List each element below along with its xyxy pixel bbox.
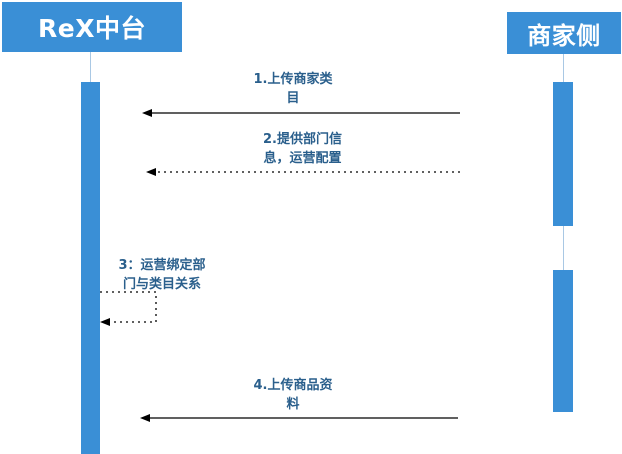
message-1-line-1: 1.上传商家类 [253, 72, 333, 87]
actor-rex-platform: ReX中台 [2, 2, 182, 52]
activation-bar-merchant-1 [553, 82, 573, 226]
message-2-label: 2.提供部门信 息，运营配置 [255, 130, 350, 168]
message-1-label: 1.上传商家类 目 [248, 70, 338, 108]
activation-bar-rex-platform [81, 82, 100, 454]
actor-merchant-side: 商家侧 [507, 12, 621, 54]
message-2-line-1: 2.提供部门信 [263, 132, 342, 147]
message-1-line-2: 目 [286, 91, 300, 106]
message-4-label: 4.上传商品资 料 [248, 376, 338, 414]
message-4-line-2: 料 [286, 397, 300, 412]
message-2-arrowhead [146, 168, 156, 176]
lifeline-rex-platform [90, 52, 91, 82]
lifeline-merchant-side [563, 54, 564, 82]
message-3-label: 3：运营绑定部 门与类目关系 [110, 256, 214, 294]
message-3-line-2: 门与类目关系 [122, 277, 201, 292]
activation-bar-merchant-2 [553, 270, 573, 412]
message-1-arrowhead [142, 109, 152, 117]
message-3-arrowhead [100, 318, 110, 326]
message-2-line-2: 息，运营配置 [263, 151, 342, 166]
lifeline-merchant-side-gap [563, 226, 564, 270]
actor-merchant-side-label: 商家侧 [527, 21, 601, 50]
message-3-arrow-line [100, 291, 157, 323]
message-4-line-1: 4.上传商品资 [253, 378, 333, 393]
message-3-line-1: 3：运营绑定部 [118, 258, 206, 273]
message-4-arrowhead [140, 414, 150, 422]
actor-rex-platform-label: ReX中台 [38, 14, 146, 43]
